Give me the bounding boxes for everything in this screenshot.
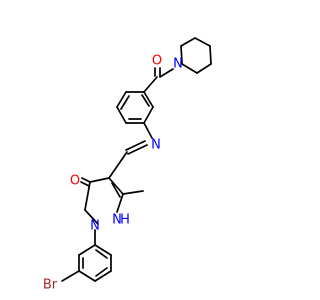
pyrazole-h-label: H (120, 213, 130, 228)
bond (78, 244, 96, 256)
bond (111, 182, 121, 198)
bond (122, 190, 144, 195)
bond (80, 181, 90, 187)
bond (108, 177, 124, 195)
molecule-structure-canvas: O N N O N N H Br (43, 37, 212, 293)
bond (143, 91, 154, 108)
bond (196, 63, 212, 74)
bond (120, 95, 130, 110)
atom-label-layer: O N N O N N H Br (43, 54, 183, 293)
bond (141, 94, 150, 107)
bond (143, 106, 154, 124)
bond (194, 37, 211, 47)
pyrazole-n1-label: N (90, 219, 100, 234)
bond-layer (61, 37, 212, 282)
bond (116, 106, 127, 124)
bond (180, 45, 183, 64)
bond (84, 209, 99, 225)
pyrazole-nh-label: N (112, 213, 122, 228)
bond (143, 122, 153, 139)
bond (116, 91, 127, 108)
bromine-label: Br (43, 278, 58, 293)
bond (209, 45, 212, 65)
bond (81, 177, 91, 183)
molecule-diagram: O N N O N N H Br (43, 37, 212, 293)
bond (108, 151, 128, 179)
bond (116, 193, 124, 213)
bond (127, 144, 148, 155)
bond (94, 270, 112, 282)
bond (143, 76, 158, 93)
bond (125, 140, 146, 151)
bond (94, 244, 112, 256)
pyrazolone-oxygen-label: O (70, 174, 80, 189)
bond (95, 249, 108, 259)
bond (95, 267, 108, 277)
bond (61, 270, 80, 282)
bond (181, 63, 198, 74)
bond (180, 37, 196, 47)
piperidine-nitrogen-label: N (173, 57, 183, 72)
carbonyl-oxygen-label: O (152, 54, 162, 69)
bond (78, 270, 96, 282)
bond (89, 177, 110, 183)
bond (159, 68, 174, 78)
imine-nitrogen-label: N (151, 138, 161, 153)
